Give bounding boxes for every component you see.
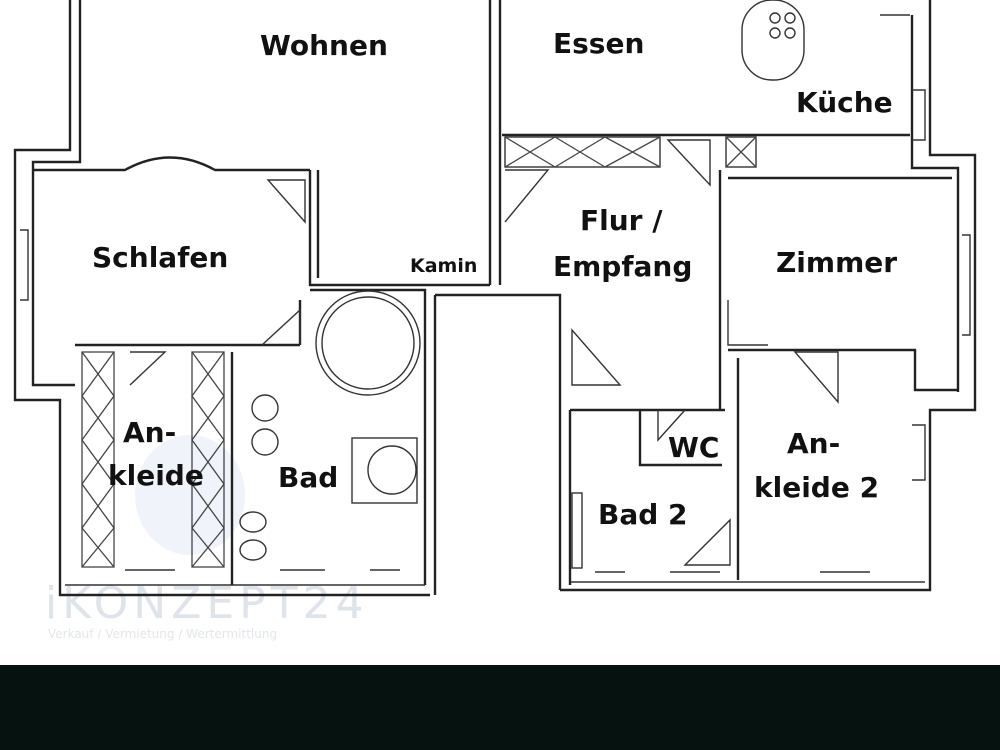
wardrobe-left — [81, 351, 115, 568]
door-zimmer — [727, 300, 768, 346]
label-ankleide2-line2: kleide 2 — [754, 471, 879, 504]
sink-1 — [251, 394, 279, 422]
window-schlafen — [20, 229, 29, 301]
room-labels: Wohnen Essen Küche Schlafen Kamin Flur /… — [92, 27, 897, 531]
label-bad: Bad — [278, 461, 338, 494]
stove-burner — [769, 12, 781, 24]
label-flur-line1: Flur / — [580, 204, 663, 237]
wall-zimmer-bottom — [728, 348, 958, 392]
watermark: iKONZEPT24 Verkauf / Vermietung / Werter… — [45, 435, 369, 641]
interior-walls — [20, 0, 971, 595]
label-ankleide2-line1: An- — [787, 427, 840, 460]
toilet-1 — [239, 511, 267, 533]
label-wohnen: Wohnen — [260, 29, 388, 62]
wardrobe-right — [191, 351, 225, 568]
shower-bad2 — [571, 492, 583, 569]
shaft — [725, 136, 757, 168]
door-ankleide2 — [793, 351, 839, 404]
outer-wall-left — [13, 0, 430, 597]
wall-schlafen-right — [308, 170, 490, 287]
bottom-bar — [0, 665, 1000, 750]
label-zimmer: Zimmer — [776, 246, 897, 279]
door-wc — [657, 409, 686, 442]
label-ankleide-line1: An- — [123, 416, 176, 449]
watermark-brand: iKONZEPT24 — [45, 578, 369, 629]
floor-plan-drawing: iKONZEPT24 Verkauf / Vermietung / Werter… — [13, 0, 977, 641]
wall-corridor — [435, 293, 562, 590]
wall-kamin — [310, 288, 427, 585]
label-schlafen: Schlafen — [92, 241, 228, 274]
window-ankleide2 — [912, 424, 926, 481]
door-bad2 — [571, 328, 622, 386]
sink-2 — [251, 428, 279, 456]
windows-bottom — [125, 569, 870, 573]
watermark-logo-icon — [135, 435, 245, 555]
inner-wall-left — [31, 0, 82, 387]
door-schlafen — [266, 179, 306, 224]
label-wc: WC — [668, 431, 719, 464]
outer-walls — [13, 0, 977, 597]
watermark-tagline: Verkauf / Vermietung / Wertermittlung — [48, 627, 277, 641]
floor-plan: iKONZEPT24 Verkauf / Vermietung / Werter… — [13, 0, 977, 641]
label-kamin: Kamin — [410, 255, 477, 277]
round-shower — [315, 290, 421, 396]
window-zimmer — [962, 234, 971, 336]
door-ankleide — [129, 351, 167, 386]
window-kueche — [912, 89, 926, 141]
inner-wall-right — [910, 15, 960, 392]
kitchen-counter — [741, 0, 805, 81]
label-ankleide-line2: kleide — [108, 459, 204, 492]
wall-wc — [638, 410, 722, 467]
door-bad2-inner — [683, 518, 731, 566]
label-essen: Essen — [553, 27, 644, 60]
door-kueche — [666, 139, 711, 187]
label-flur-line2: Empfang — [553, 250, 692, 283]
door-flur — [504, 169, 550, 223]
label-bad2: Bad 2 — [598, 498, 688, 531]
door-bad — [261, 308, 301, 346]
outer-wall-right — [560, 0, 977, 592]
toilet-2 — [239, 539, 267, 561]
wall-schlafen-top — [33, 156, 310, 172]
label-kueche: Küche — [796, 86, 893, 119]
kitchen-cabinet — [504, 136, 661, 168]
bathtub — [351, 437, 418, 504]
